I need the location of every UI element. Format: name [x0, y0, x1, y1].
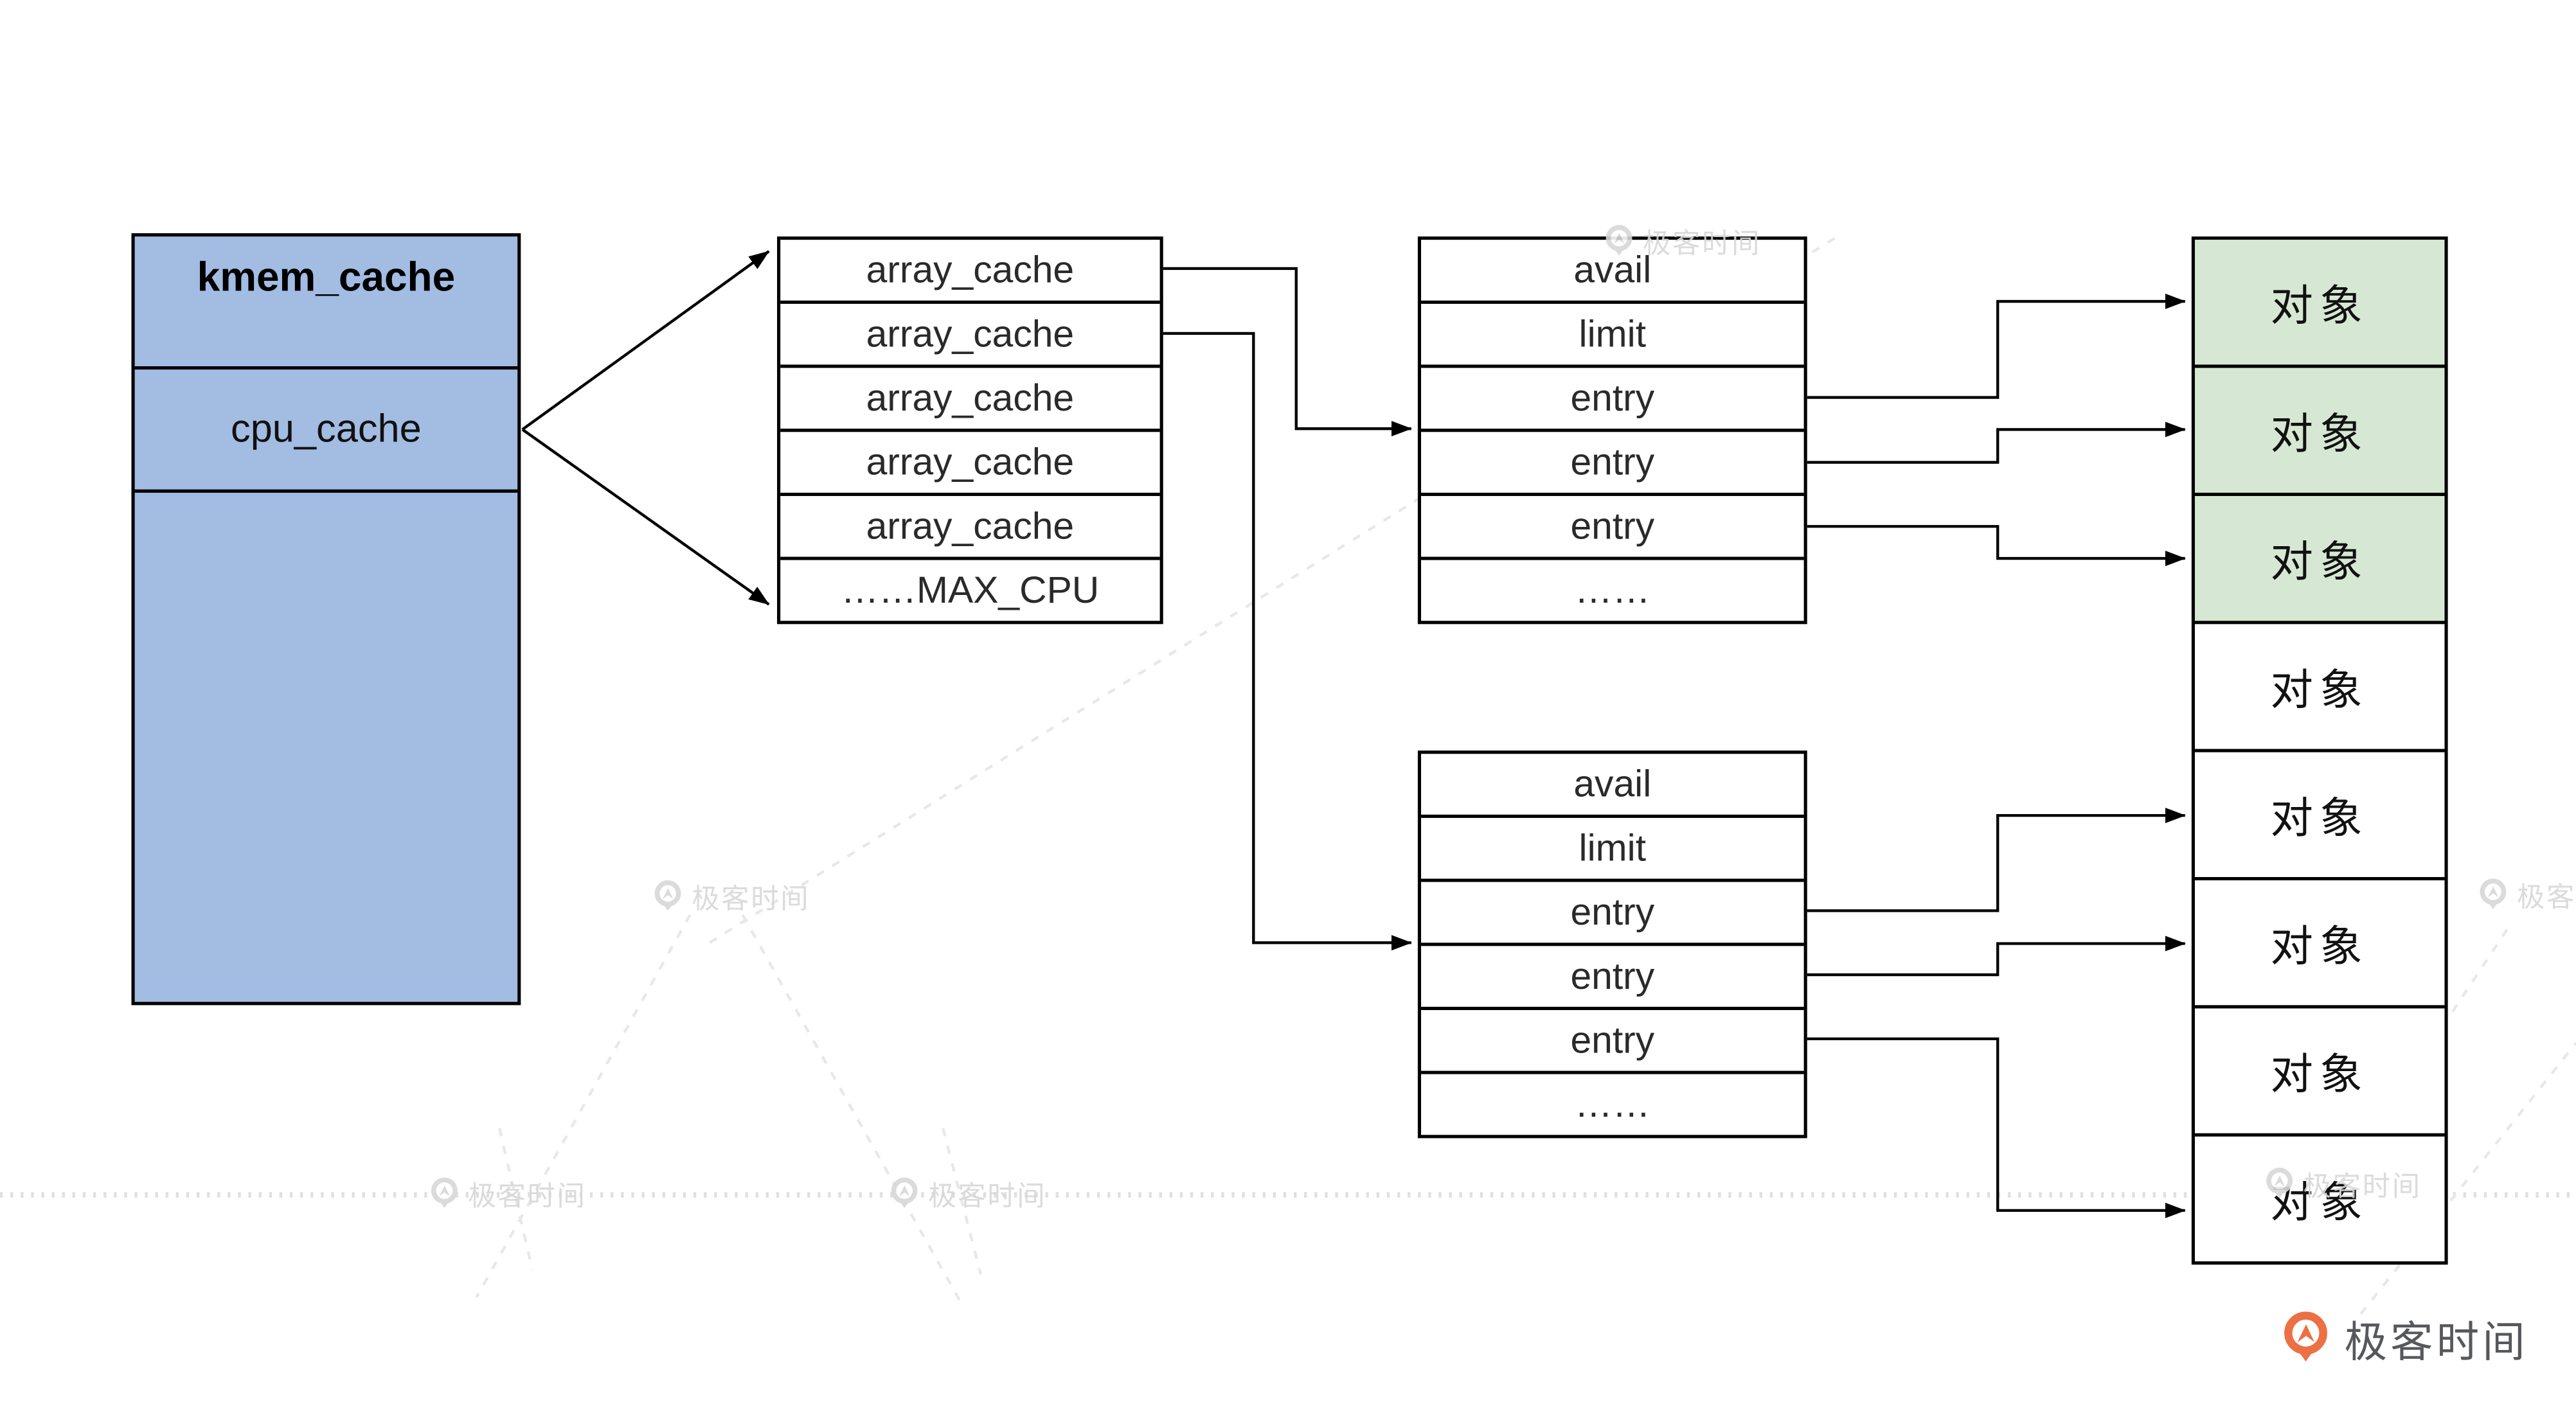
watermark: 极客时间 [889, 1173, 1046, 1214]
entry-row: entry [1421, 492, 1804, 557]
watermark-text: 极客时间 [2516, 882, 2576, 914]
watermark-text: 极客时间 [692, 883, 810, 915]
arrow-entry-to-object-2 [1807, 422, 2186, 464]
array-cache-row: array_cache [780, 492, 1160, 557]
arrow-entry-to-object-6 [1807, 936, 2186, 977]
entry-row: entry [1421, 878, 1804, 943]
object-row-3: 对象 [2194, 492, 2445, 621]
ellipsis-row: …… [1421, 556, 1804, 621]
object-row-6: 对象 [2194, 876, 2445, 1005]
object-row-5: 对象 [2194, 749, 2445, 877]
cpu-cache-field: cpu_cache [134, 369, 518, 493]
array-cache-table-top: avail limit entry entry entry …… [1417, 236, 1807, 625]
object-row-2: 对象 [2194, 364, 2445, 493]
brand-logo: 极客时间 [2280, 1308, 2528, 1370]
arrow-percpu2-to-table-bottom [1163, 332, 1412, 951]
max-cpu-row: ……MAX_CPU [780, 556, 1160, 621]
limit-row: limit [1421, 814, 1804, 879]
object-row-7: 对象 [2194, 1005, 2445, 1133]
object-row-4: 对象 [2194, 621, 2445, 749]
array-cache-row: array_cache [866, 247, 1075, 291]
entry-row: entry [1421, 364, 1804, 429]
ellipsis-row: …… [1421, 1070, 1804, 1135]
kmem-cache-empty-area [135, 493, 518, 1002]
array-cache-row: array_cache [780, 300, 1160, 365]
entry-row: entry [1421, 943, 1804, 1007]
watermark: 极客时间 [2478, 874, 2576, 915]
watermark: 极客时间 [652, 875, 810, 916]
object-row-1: 对象 [2194, 240, 2445, 365]
geektime-watermark-icon [654, 879, 681, 910]
arrow-percpu1-to-table-top [1163, 267, 1412, 437]
array-cache-row: array_cache [780, 364, 1160, 429]
watermark-text: 极客时间 [928, 1180, 1047, 1212]
object-column: 对象 对象 对象 对象 对象 对象 对象 对象 [2191, 236, 2448, 1265]
arrow-cpu-to-percpu-top [521, 250, 770, 431]
limit-row: limit [1421, 300, 1804, 365]
arrow-entry-to-object-5 [1807, 808, 2186, 912]
array-cache-table-bottom: avail limit entry entry entry …… [1417, 750, 1807, 1139]
watermark-text: 极客时间 [468, 1180, 587, 1212]
entry-row: entry [1421, 429, 1804, 493]
dashed-diagonal [497, 1128, 534, 1270]
percpu-array-cache-table: array_cache array_cache array_cache arra… [777, 236, 1163, 625]
geektime-watermark-icon [891, 1176, 918, 1207]
kmem-cache-box: kmem_cache cpu_cache [131, 233, 521, 1006]
dashed-diagonal [942, 1128, 983, 1275]
brand-name: 极客时间 [2344, 1316, 2528, 1366]
entry-row: entry [1421, 1006, 1804, 1071]
watermark: 极客时间 [429, 1173, 586, 1214]
arrow-entry-to-object-1 [1807, 294, 2186, 399]
avail-row: avail [1573, 247, 1652, 291]
arrow-entry-to-object-8 [1807, 1037, 2186, 1218]
kmem-cache-title: kmem_cache [134, 236, 518, 370]
geektime-watermark-icon [2480, 878, 2507, 909]
arrow-entry-to-object-3 [1807, 525, 2186, 567]
geektime-watermark-icon [431, 1176, 458, 1207]
array-cache-row: array_cache [780, 429, 1160, 493]
dashed-diagonal [741, 914, 964, 1307]
geektime-logo-icon [2284, 1311, 2327, 1362]
avail-row: avail [1573, 762, 1652, 805]
arrow-cpu-to-percpu-bottom [521, 428, 770, 606]
object-row-8: 对象 [2194, 1133, 2445, 1261]
